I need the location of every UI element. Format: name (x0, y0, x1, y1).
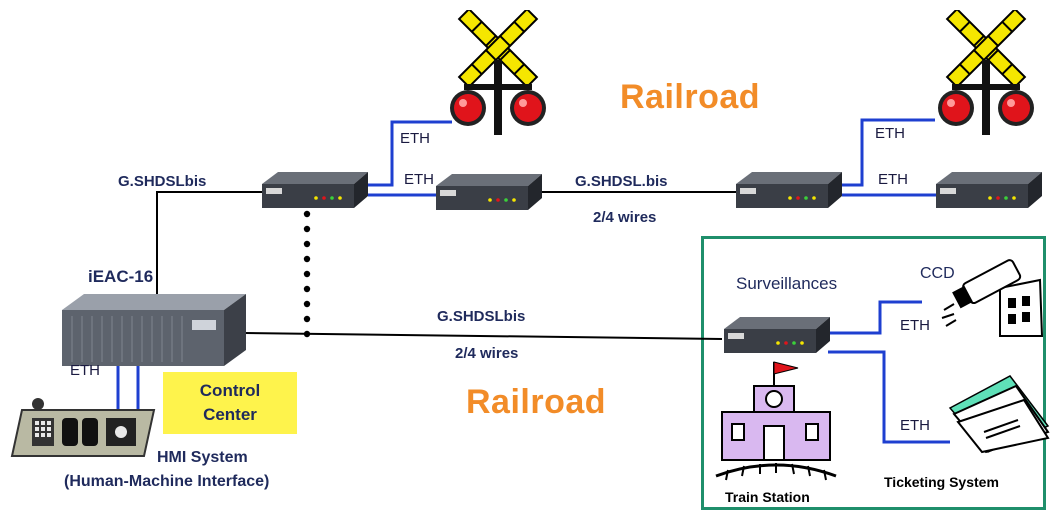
surveillances-label: Surveillances (736, 274, 838, 293)
railroad-label-bottom: Railroad (466, 383, 607, 421)
gshdsl-label-center: G.SHDSLbis (437, 308, 526, 325)
control-center-label-line2: Center (203, 405, 257, 424)
eth-label: ETH (404, 171, 434, 188)
eth-label: ETH (400, 130, 430, 147)
railroad-crossing-signal-icon (938, 10, 1034, 135)
eth-label: ETH (875, 125, 905, 142)
eth-link-signal-2 (842, 118, 935, 187)
wires-label-center: 2/4 wires (455, 345, 519, 362)
wires-label-mid: 2/4 wires (593, 209, 657, 226)
dsl-modem-icon (724, 317, 830, 353)
gshdsl-label-left: G.SHDSLbis (118, 173, 207, 190)
hmi-label-line2: (Human-Machine Interface) (64, 473, 270, 490)
train-station-icon (715, 361, 837, 481)
railroad-label-top: Railroad (620, 78, 761, 116)
dsl-modem-icon (436, 174, 542, 210)
eth-label: ETH (900, 317, 930, 334)
dsl-modem-icon (736, 172, 842, 208)
cctv-camera-icon (941, 259, 1044, 337)
iEAC-16-label: iEAC-16 (88, 267, 154, 286)
dotted-connection (303, 210, 311, 338)
hmi-console-icon (10, 398, 156, 457)
eth-label: ETH (900, 417, 930, 434)
train-station-label: Train Station (725, 489, 810, 505)
control-center-label-line1: Control (199, 381, 261, 400)
iEAC-16-chassis-icon (62, 294, 246, 366)
gshdsl-link-center (244, 332, 723, 340)
eth-label: ETH (878, 171, 908, 188)
ticketing-system-label: Ticketing System (884, 474, 999, 490)
ticket-icon (948, 375, 1050, 454)
railroad-crossing-signal-icon (450, 10, 546, 135)
eth-link-signal-1 (368, 120, 452, 187)
dsl-modem-icon (936, 172, 1042, 208)
dsl-modem-icon (262, 172, 368, 208)
eth-link-ticket (828, 350, 950, 444)
hmi-label-line1: HMI System (157, 449, 248, 466)
eth-label: ETH (70, 362, 100, 379)
gshdsl-link-left (156, 191, 262, 295)
gshdsl-label-mid: G.SHDSL.bis (575, 173, 668, 190)
ccd-label: CCD (920, 265, 955, 282)
control-center-box (163, 372, 297, 434)
eth-link-ccd (828, 300, 922, 335)
